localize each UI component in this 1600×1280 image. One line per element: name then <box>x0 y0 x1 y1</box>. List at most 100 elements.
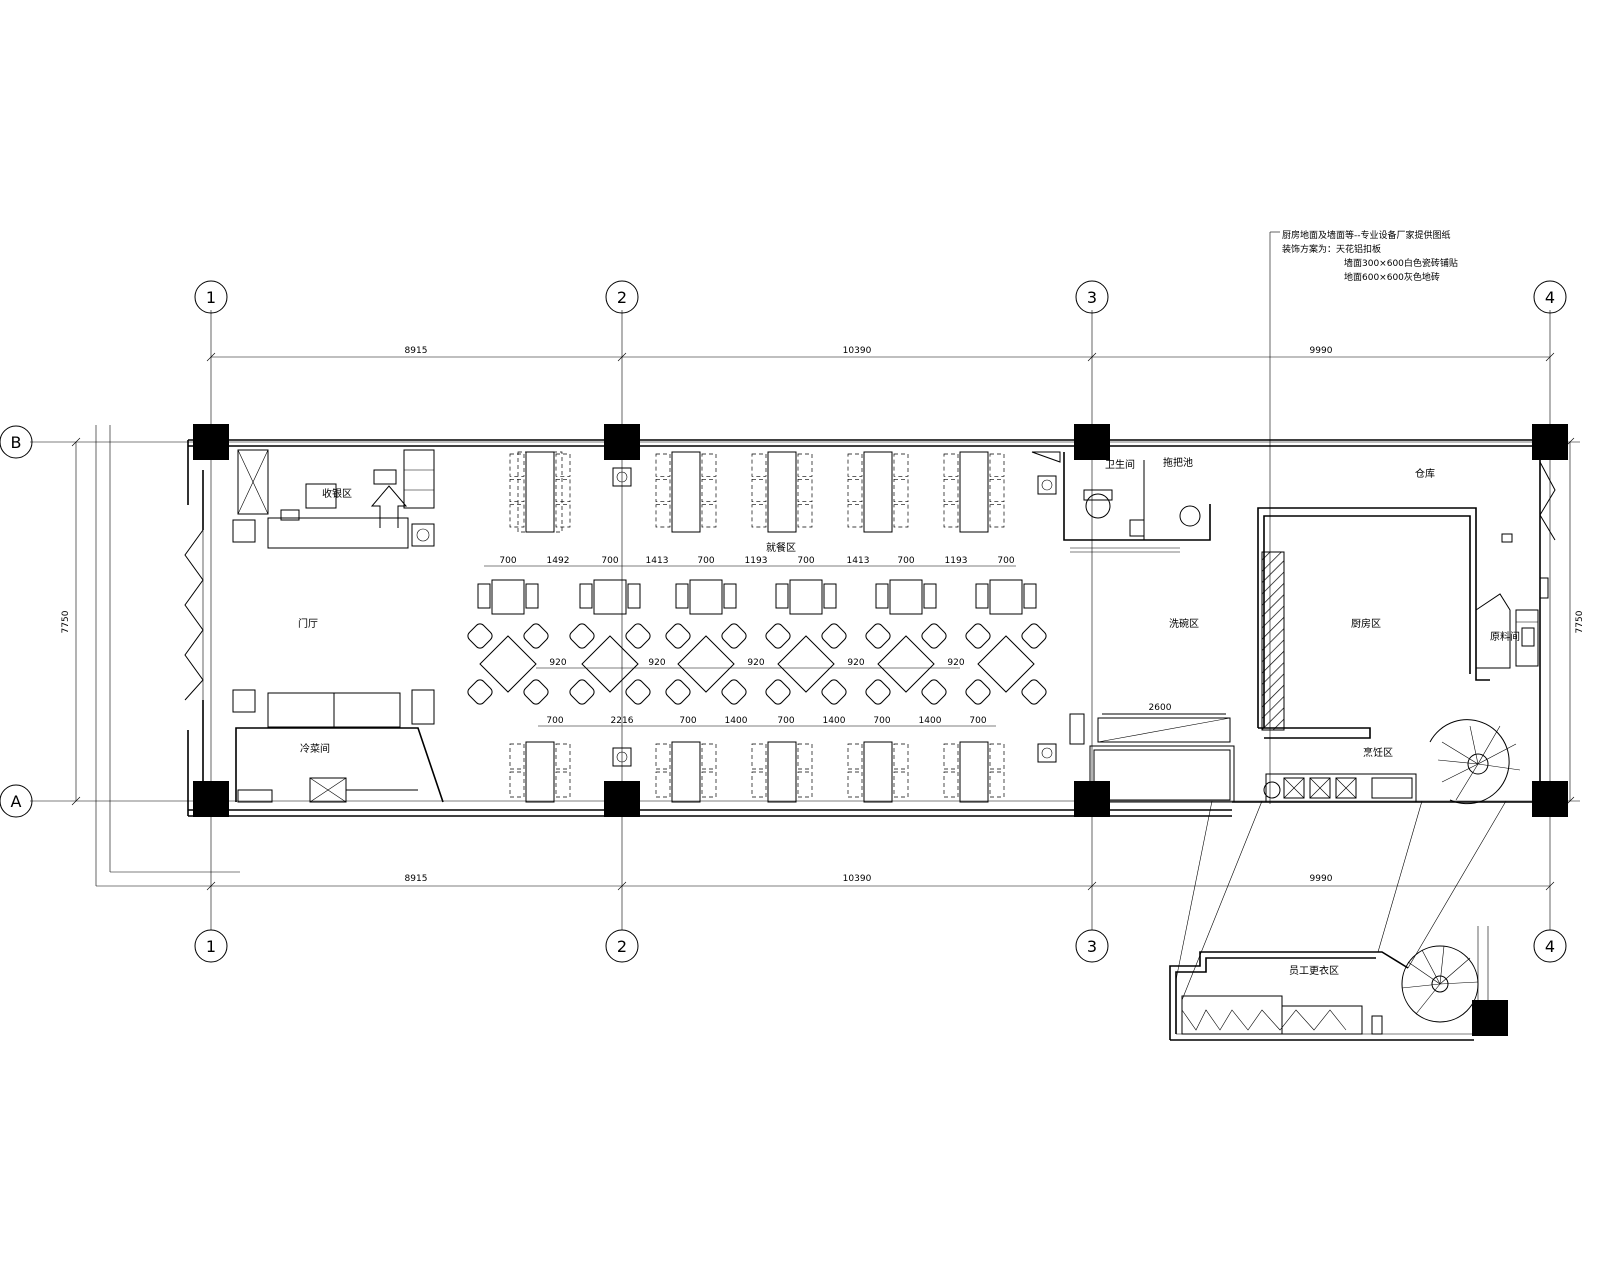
dim-seat-bot-5: 1400 <box>823 716 846 726</box>
diamond-table <box>569 623 651 705</box>
booth-chair <box>555 478 571 503</box>
dining-middle-table-row <box>477 579 1037 615</box>
square-table <box>875 579 937 615</box>
booth-table <box>847 741 909 803</box>
dim-seat-bot-3: 1400 <box>725 716 748 726</box>
booth-table <box>943 741 1005 803</box>
diamond-table-top <box>977 635 1035 693</box>
diamond-table-chair <box>523 679 549 705</box>
booth-chair <box>797 453 813 477</box>
square-table-chair <box>875 583 889 609</box>
floor-drains <box>612 467 1057 767</box>
booth-chair <box>655 478 671 503</box>
room-washing: 洗碗区 <box>1169 617 1199 630</box>
booth-chair <box>893 771 909 798</box>
booth-chair <box>555 771 571 798</box>
restroom: 卫生间 拖把池 <box>1063 452 1211 553</box>
diamond-table-chair <box>921 679 947 705</box>
booth-chair <box>989 771 1005 798</box>
diamond-table-chair <box>665 623 691 649</box>
booth-chair <box>555 453 571 477</box>
seating-dimension-middle: 920 920 920 920 920 <box>536 658 965 669</box>
diamond-table-chair <box>569 679 595 705</box>
diamond-table-chair <box>865 679 891 705</box>
square-table <box>477 579 539 615</box>
booth-chair <box>893 453 909 477</box>
kitchen-area: 厨房区 仓库 <box>1257 467 1490 739</box>
booth-chair <box>509 771 525 798</box>
dimension-left: 7750 <box>61 425 240 886</box>
square-table-top <box>789 579 823 615</box>
room-staff: 员工更衣区 <box>1289 964 1339 977</box>
square-table <box>675 579 737 615</box>
booth-table-top <box>959 451 989 533</box>
booth-chair <box>701 771 717 798</box>
room-entrance: 门厅 <box>298 617 318 630</box>
square-table-top <box>593 579 627 615</box>
dim-seat-top-7: 1413 <box>847 556 870 566</box>
booth-chair <box>655 743 671 770</box>
room-storage: 仓库 <box>1415 467 1435 480</box>
dining-top-table-row <box>509 451 1005 533</box>
diamond-table-chair <box>1021 623 1047 649</box>
square-table-chair <box>775 583 789 609</box>
seating-dimension-top: 700 1492 700 1413 700 1193 700 1413 700 … <box>484 556 1016 567</box>
booth-chair <box>509 504 525 528</box>
grid-label-top-1: 1 <box>206 288 216 307</box>
booth-chair <box>701 453 717 477</box>
diamond-table-chair <box>625 623 651 649</box>
dim-seat-bot-7: 1400 <box>919 716 942 726</box>
square-table-top <box>889 579 923 615</box>
dim-seat-top-9: 1193 <box>945 556 968 566</box>
booth-chair <box>847 504 863 528</box>
cold-dish-room: 冷菜间 <box>232 689 444 803</box>
dim-seat-top-2: 700 <box>601 556 618 566</box>
dim-seat-top-3: 1413 <box>646 556 669 566</box>
room-mop: 拖把池 <box>1163 456 1193 469</box>
booth-chair <box>797 478 813 503</box>
dim-seat-mid-2: 920 <box>747 658 764 668</box>
diamond-table-chair <box>625 679 651 705</box>
square-table <box>975 579 1037 615</box>
right-folding-door <box>1539 461 1556 541</box>
diamond-table-chair <box>721 679 747 705</box>
room-cashier: 收银区 <box>322 487 352 500</box>
room-cold-dish: 冷菜间 <box>300 742 330 755</box>
booth-table <box>655 451 717 533</box>
diamond-table-chair <box>821 679 847 705</box>
dim-seat-mid-3: 920 <box>847 658 864 668</box>
dim-top-1: 8915 <box>405 346 428 356</box>
square-table-top <box>689 579 723 615</box>
square-table-chair <box>627 583 641 609</box>
square-table-top <box>491 579 525 615</box>
booth-chair <box>751 743 767 770</box>
grid-label-bottom-4: 4 <box>1545 937 1555 956</box>
booth-chair <box>943 478 959 503</box>
booth-chair <box>555 743 571 770</box>
booth-chair <box>847 478 863 503</box>
dim-seat-top-5: 1193 <box>745 556 768 566</box>
dimension-top: 8915 10390 9990 <box>206 346 1555 362</box>
diamond-table-chair <box>467 623 493 649</box>
grid-label-row-b: B <box>11 433 22 452</box>
booth-table-top <box>863 451 893 533</box>
dim-right: 7750 <box>1575 610 1585 633</box>
booth-chair <box>943 453 959 477</box>
grid-lines <box>30 310 1580 930</box>
grid-label-top-2: 2 <box>617 288 627 307</box>
cashier-area: 收银区 <box>232 449 435 549</box>
kitchen-hatch-wall <box>1261 551 1285 731</box>
grid-label-top-3: 3 <box>1087 288 1097 307</box>
diamond-table-top <box>877 635 935 693</box>
diamond-table <box>965 623 1047 705</box>
booth-chair <box>751 771 767 798</box>
booth-chair <box>509 743 525 770</box>
booth-table-top <box>525 741 555 803</box>
booth-chair <box>989 478 1005 503</box>
booth-chair <box>989 743 1005 770</box>
booth-chair <box>989 504 1005 528</box>
grid-bubbles-top: 1 2 3 4 <box>194 280 1567 314</box>
dim-seat-mid-4: 920 <box>947 658 964 668</box>
dim-seat-top-8: 700 <box>897 556 914 566</box>
